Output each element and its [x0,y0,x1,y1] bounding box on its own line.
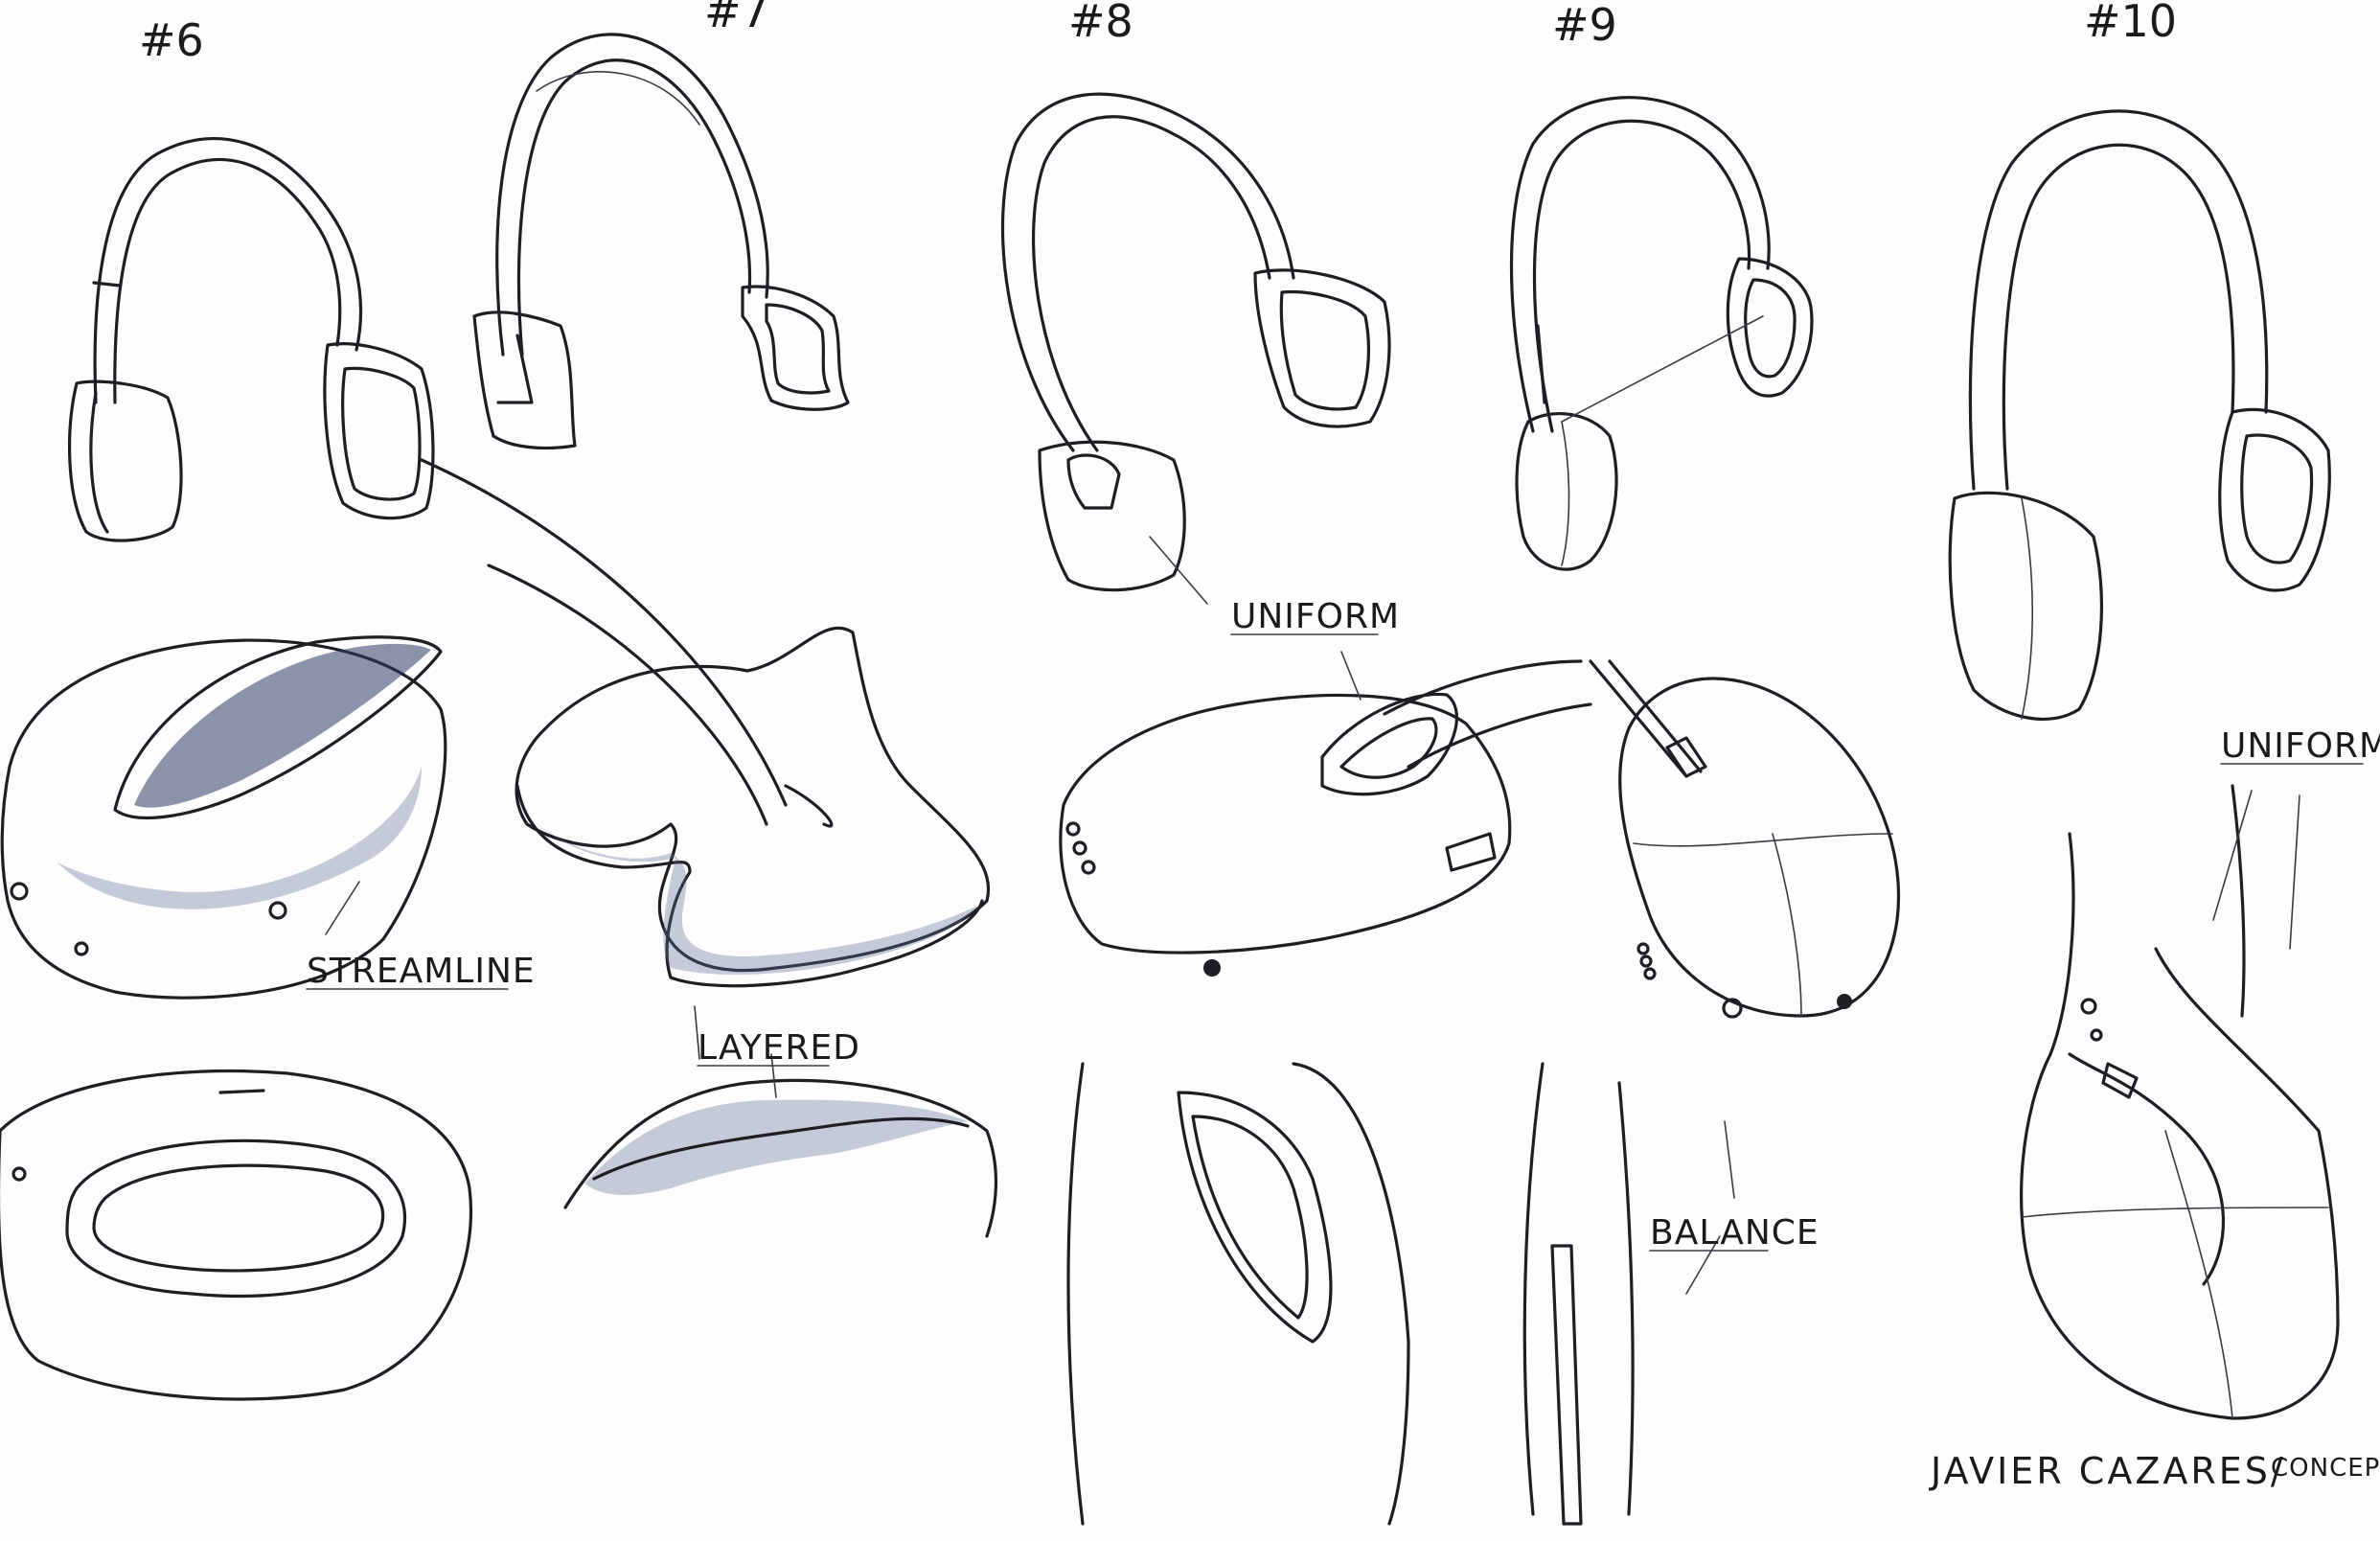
headphone-sketch-7 [472,33,850,450]
concept-number-6: #6 [139,14,204,66]
headphone-sketch-8 [1000,92,1391,592]
headphone-sketch-6 [67,137,435,542]
detail-layered-earcup [515,626,991,988]
detail-uniform-inner-cup-8 [1066,1062,1410,1526]
detail-layered-arc [563,1078,998,1238]
headphone-sketch-10 [1948,109,2331,721]
detail-uniform-earcup [1059,659,1592,977]
detail-uniform-side-view [2020,784,2340,1420]
concept-number-7: #7 [704,0,769,37]
annotation-streamline: STREAMLINE [307,952,536,991]
signature-suffix: CONCEPTS [2271,1454,2380,1483]
detail-balance-earcup [1522,659,1901,1526]
annotation-uniform-8: UNIFORM [1231,597,1400,636]
detail-streamline-earcup [0,635,447,1000]
detail-headband-sweep [420,458,788,826]
headphone-sketch-9 [1509,96,1814,571]
concept-number-9: #9 [1552,0,1617,51]
detail-open-earcup-cushion [0,1069,473,1401]
annotation-uniform-10: UNIFORM [2221,726,2380,766]
annotation-layered: LAYERED [698,1028,860,1068]
signature-name: JAVIER CAZARES/ [1929,1450,2286,1492]
concept-number-8: #8 [1068,0,1133,47]
concept-number-10: #10 [2084,0,2177,47]
annotation-balance: BALANCE [1650,1213,1819,1253]
annotation-leaders [325,536,2300,1295]
